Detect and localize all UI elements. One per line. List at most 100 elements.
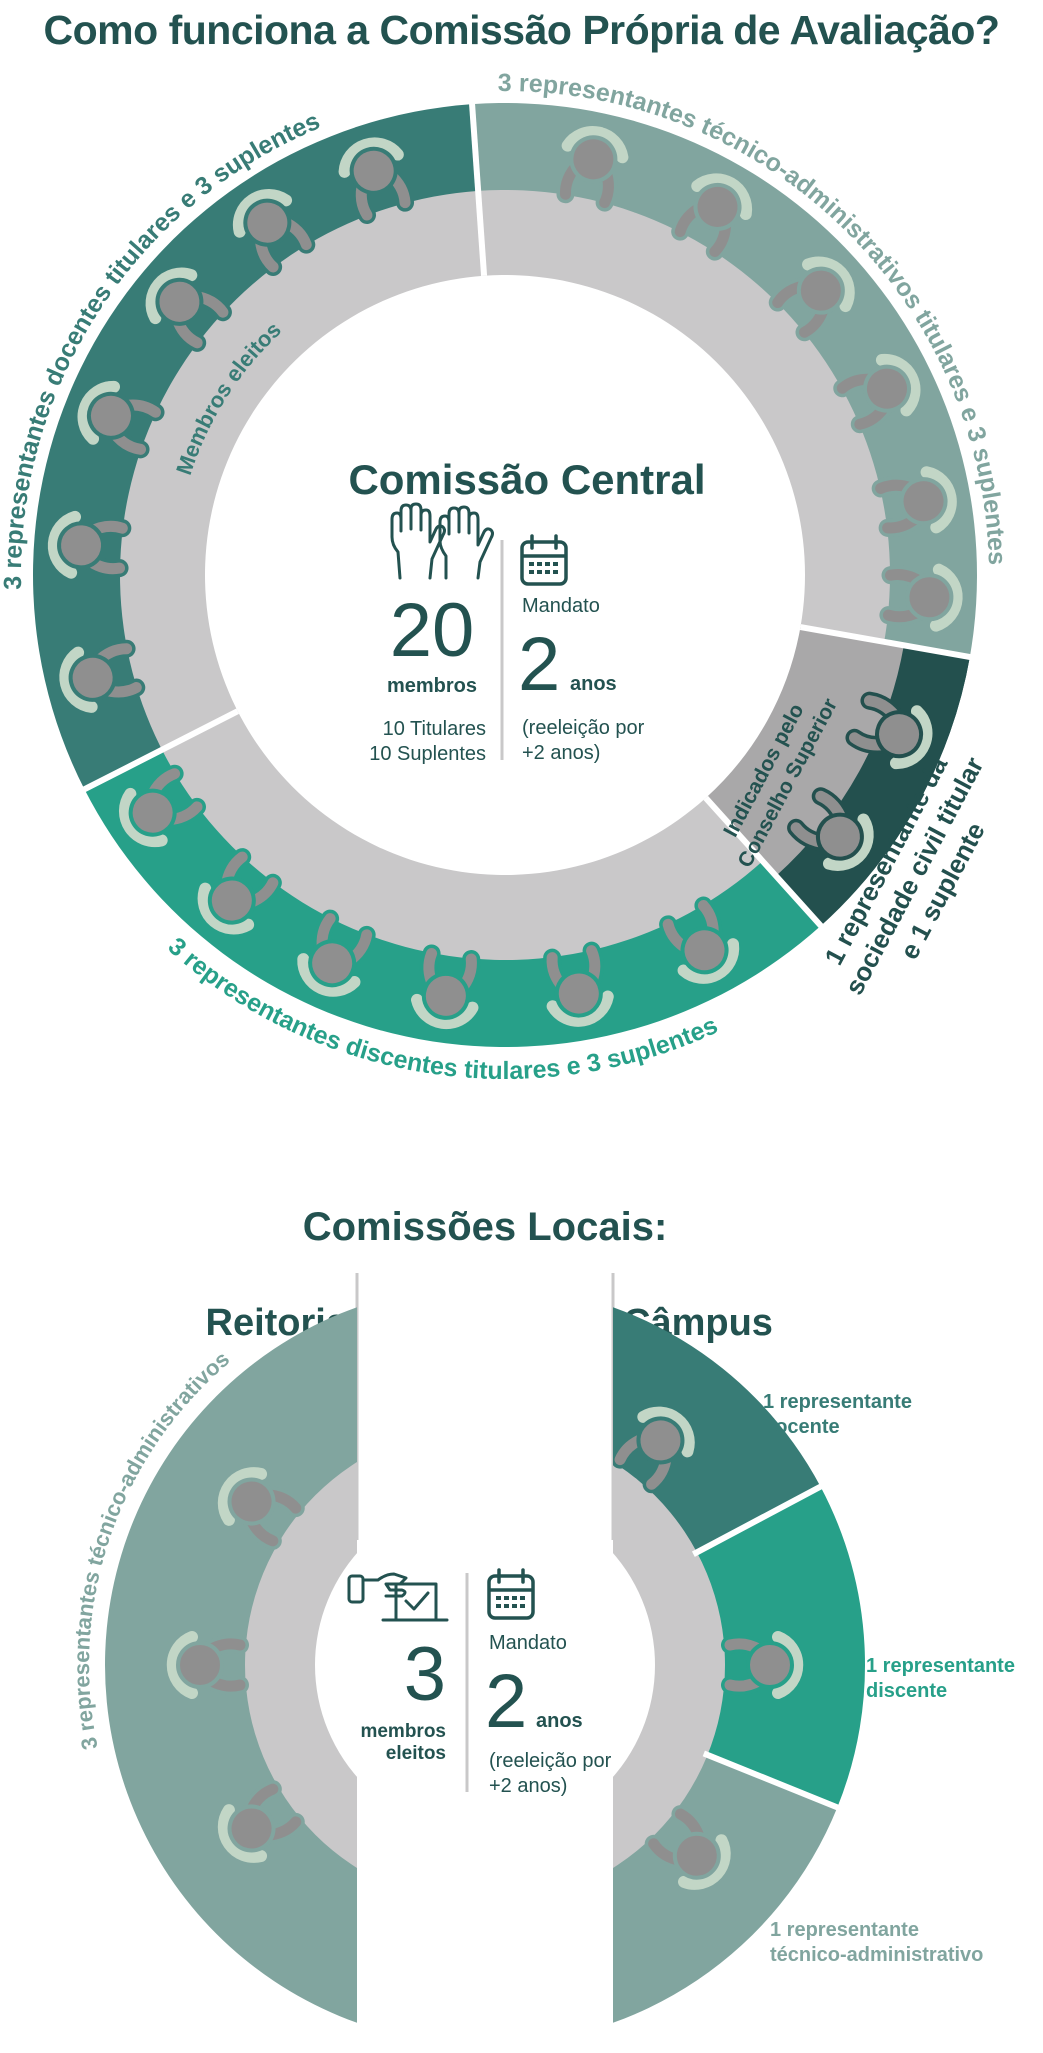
head: [308, 939, 357, 988]
person-icon-sociedade: [845, 691, 933, 770]
ballot-vote-icon: [347, 1572, 449, 1622]
head: [680, 926, 729, 975]
central-titulares: 10 Titulares: [383, 718, 486, 740]
campus-docente-line1: 1 representante: [763, 1391, 912, 1413]
local-members-label-2: eleitos: [386, 1743, 446, 1764]
reitoria-inner-ring: [245, 1462, 357, 1868]
central-info: Comissão Central 20 membros 10 Titulares…: [348, 456, 705, 765]
head: [243, 198, 292, 247]
person-icon-docentes: [59, 639, 146, 713]
person-icon-discentes: [543, 941, 614, 1027]
person-icon-campus: [721, 1631, 804, 1699]
reitoria-segment-tecnicos: [105, 1307, 357, 2023]
chair-icon: [411, 993, 479, 1030]
people-group-central: [47, 126, 963, 1030]
head: [569, 135, 618, 184]
head: [815, 812, 864, 861]
local-reelection-2: +2 anos): [489, 1775, 567, 1797]
head: [227, 1804, 276, 1853]
chair-icon: [145, 267, 198, 325]
local-info: 3 membros eleitos Mandato 2 anos (reelei…: [347, 1568, 612, 1797]
person-icon-sociedade: [787, 787, 874, 871]
reitoria-ring: [105, 1307, 357, 2023]
central-reelection-1: (reeleição por: [522, 717, 645, 739]
chair-icon: [77, 380, 121, 445]
raised-hands-icon: [390, 502, 494, 580]
central-members-count: 20: [390, 588, 475, 673]
chair-icon: [338, 137, 404, 178]
chair-icon: [802, 256, 855, 313]
chair-icon: [217, 1804, 268, 1863]
calendar-icon: [520, 534, 568, 586]
person-icon-reitoria: [217, 1467, 305, 1550]
campus-label-discente: 1 representante discente: [866, 1655, 1015, 1702]
person-icon-docentes: [47, 510, 132, 579]
person-icon-reitoria: [166, 1631, 249, 1699]
head: [57, 521, 106, 570]
head: [128, 788, 177, 837]
head: [554, 969, 603, 1018]
campus-tecnico-line2: técnico-administrativo: [770, 1944, 983, 1966]
chair-icon: [920, 466, 957, 534]
separator-line: [691, 1482, 826, 1557]
head: [207, 876, 256, 925]
calendar-icon: [487, 1568, 535, 1620]
segment-discentes: [84, 747, 821, 1047]
campus-label-docente: 1 representante docente: [763, 1391, 912, 1438]
campus-segment-docente: [613, 1307, 821, 1555]
chair-icon: [297, 953, 361, 997]
person-icon-discentes: [297, 909, 376, 997]
head: [349, 146, 398, 195]
chair-icon: [561, 126, 629, 164]
person-icon-tecnicos: [879, 563, 963, 632]
person-icon-discentes: [411, 944, 481, 1030]
person-icon-docentes: [232, 188, 316, 277]
local-mandate-years: 2: [485, 1659, 527, 1744]
central-commission-ring: [33, 99, 977, 1047]
page-title: Como funciona a Comissão Própria de Aval…: [43, 7, 1000, 53]
head: [746, 1641, 794, 1689]
head: [905, 573, 954, 622]
head: [68, 653, 117, 702]
chair-icon: [678, 1834, 731, 1890]
chair-icon: [889, 705, 933, 770]
chair-icon: [691, 173, 753, 221]
person-icon-campus: [644, 1805, 731, 1890]
head: [693, 182, 742, 231]
chair-icon: [677, 938, 740, 984]
chair-icon: [47, 510, 82, 579]
chair-icon: [166, 1631, 198, 1699]
person-icon-campus: [613, 1406, 695, 1494]
person-icon-docentes: [77, 380, 165, 459]
central-members-label: membros: [387, 675, 477, 697]
head: [227, 1477, 276, 1526]
segment-separators: [79, 99, 975, 931]
central-mandate-unit: anos: [570, 673, 617, 695]
central-mandate-label: Mandato: [522, 595, 600, 617]
separator-line: [702, 1750, 843, 1812]
campus-ring: [613, 1307, 865, 2023]
person-icon-tecnicos: [671, 173, 753, 261]
person-icon-discentes: [197, 848, 282, 935]
campus-label-tecnico: 1 representante técnico-administrativo: [770, 1919, 983, 1966]
chair-icon: [59, 646, 98, 713]
head: [636, 1416, 685, 1465]
campus-docente-line2: docente: [763, 1416, 840, 1438]
chair-icon: [637, 1406, 695, 1458]
segment-docentes: [33, 104, 479, 790]
head: [796, 266, 845, 315]
central-mandate-years: 2: [518, 622, 560, 707]
separator-line: [468, 99, 488, 276]
campus-tecnico-line1: 1 representante: [770, 1919, 919, 1941]
person-icon-discentes: [659, 896, 740, 984]
head: [875, 710, 924, 759]
head: [176, 1641, 224, 1689]
chair-icon: [772, 1631, 804, 1699]
person-icon-docentes: [338, 137, 415, 225]
separator-line: [703, 795, 826, 931]
campus-discente-line2: discente: [866, 1680, 947, 1702]
person-icon-tecnicos: [871, 466, 957, 537]
separator-line: [79, 708, 240, 794]
chair-icon: [546, 990, 614, 1027]
